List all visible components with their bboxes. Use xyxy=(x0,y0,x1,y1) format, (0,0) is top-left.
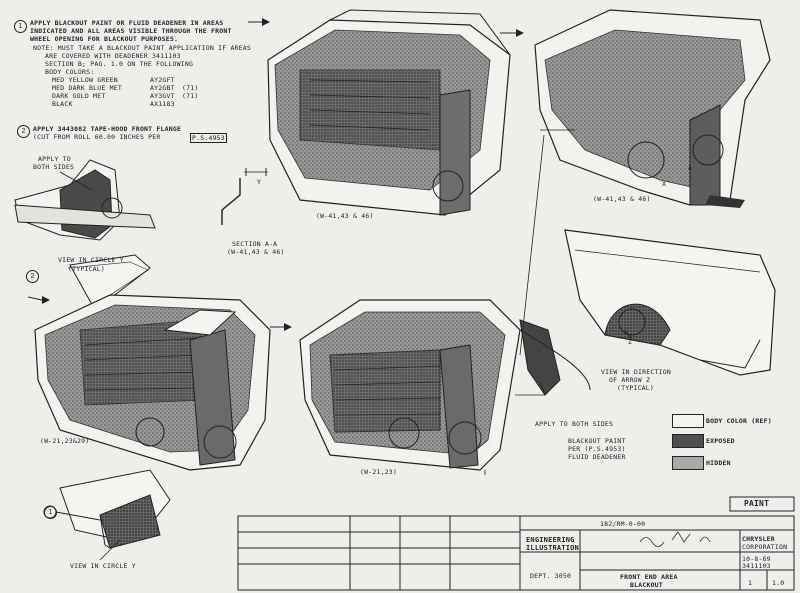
note-1-sub-4: BODY COLORS: xyxy=(45,68,95,76)
company-label: CHRYSLER xyxy=(742,535,775,543)
view-label-top-center: (W-41,43 & 46) xyxy=(316,212,374,220)
legend-label-exposed: EXPOSED xyxy=(706,437,735,445)
title-block-frame xyxy=(237,515,795,591)
illustration-label: ILLUSTRATION xyxy=(526,544,579,552)
section-aa-sub: (W-41,43 & 46) xyxy=(227,248,285,256)
bottom-left-detail-view xyxy=(43,469,171,549)
note-1-line-1: APPLY BLACKOUT PAINT OR FLUID DEADENER I… xyxy=(30,19,224,27)
color-name-2: MED DARK BLUE MET xyxy=(52,84,122,92)
color-code-2: AY2GBT xyxy=(150,84,175,92)
color-code-3: AY3GVT xyxy=(150,92,175,100)
color-name-1: MED YELLOW GREEN xyxy=(52,76,118,84)
callout-2-circle: 2 xyxy=(26,270,39,283)
view-arrow-line-3: (TYPICAL) xyxy=(617,384,655,392)
fender-illustration xyxy=(564,229,776,376)
legend-label-body-color: BODY COLOR (REF) xyxy=(706,417,772,425)
view-circle-y-bottom: VIEW IN CIRCLE Y xyxy=(70,562,136,570)
drawing-number: 182/RM-0-00 xyxy=(600,520,646,528)
top-center-front-end-illustration xyxy=(248,9,511,216)
apply-both-sides-1: APPLY TO xyxy=(38,155,71,163)
callout-1-circle: 1 xyxy=(44,506,57,519)
note-2-line-1: APPLY 3443082 TAPE-HOOD FRONT FLANGE xyxy=(33,125,182,133)
section-aa-label: SECTION A-A xyxy=(232,240,278,248)
note-2-line-2: (CUT FROM ROLL 60.00 INCHES PER xyxy=(33,133,161,141)
color-yr-2: (71) xyxy=(182,84,199,92)
date-value: 10-8-69 xyxy=(742,555,771,563)
dept-label: DEPT. 3050 xyxy=(530,572,572,580)
legend-label-hidden: HIDDEN xyxy=(706,459,731,467)
view-circle-y-label: VIEW IN CIRCLE Y xyxy=(58,256,124,264)
paint-box-frame xyxy=(729,496,795,512)
note-1-line-2: INDICATED AND ALL AREAS VISIBLE THROUGH … xyxy=(30,27,232,35)
color-name-3: DARK GOLD MET xyxy=(52,92,106,100)
dim-y-label: Y xyxy=(257,178,262,186)
callout-a: A xyxy=(688,164,693,172)
view-arrow-line-2: OF ARROW Z xyxy=(609,376,651,384)
section-aa-detail xyxy=(221,168,268,225)
paint-label: PAINT xyxy=(744,499,770,508)
note-1-sub-2: ARE COVERED WITH DEADENER 3411103 xyxy=(45,52,181,60)
part-number: 3411103 xyxy=(742,562,771,570)
note-2-ref: P.S.4953 xyxy=(190,133,227,143)
color-code-4: AX1183 xyxy=(150,100,175,108)
legend-note-2: PER (P.S.4953) xyxy=(568,445,626,453)
legend-note-1: BLACKOUT PAINT xyxy=(568,437,626,445)
rev-number: 1.0 xyxy=(772,579,785,587)
middle-left-front-end-illustration xyxy=(27,254,292,471)
color-yr-3: (71) xyxy=(182,92,199,100)
callout-x: X xyxy=(662,180,667,188)
view-arrow-line-1: VIEW IN DIRECTION xyxy=(601,368,671,376)
legend-swatch-hidden xyxy=(672,456,704,470)
note-1-sub-1: NOTE: MUST TAKE A BLACKOUT PAINT APPLICA… xyxy=(33,44,252,52)
apply-both-sides-2: BOTH SIDES xyxy=(33,163,75,171)
legend-note-3: FLUID DEADENER xyxy=(568,453,626,461)
callout-z: Z xyxy=(628,338,633,346)
engineering-label: ENGINEERING xyxy=(526,536,575,544)
view-label-top-right: (W-41,43 & 46) xyxy=(593,195,651,203)
title-line-1: FRONT END AREA xyxy=(620,573,678,581)
note-1-number: 1 xyxy=(14,20,27,33)
sheet-number: 1 xyxy=(748,579,753,587)
middle-center-front-end-illustration xyxy=(299,299,591,471)
bracket-illustration xyxy=(14,159,156,241)
title-block-signatures xyxy=(639,531,711,547)
color-code-1: AY2GFT xyxy=(150,76,175,84)
note-1-line-3: WHEEL OPENING FOR BLACKOUT PURPOSES. xyxy=(30,35,179,43)
note-2-number: 2 xyxy=(17,125,30,138)
legend-swatch-exposed xyxy=(672,434,704,448)
color-name-4: BLACK xyxy=(52,100,73,108)
top-right-rail-illustration xyxy=(500,9,771,208)
view-label-mid-left: (W-21,23&29) xyxy=(40,437,90,445)
view-circle-y-typical: (TYPICAL) xyxy=(68,265,106,273)
legend-swatch-body-color xyxy=(672,414,704,428)
view-label-mid-center: (W-21,23) xyxy=(360,468,398,476)
note-1-sub-3: SECTION B; PAG. 1.0 ON THE FOLLOWING xyxy=(45,60,194,68)
leader-lines xyxy=(99,129,575,561)
title-line-2: BLACKOUT xyxy=(630,581,663,589)
company-sub-label: CORPORATION xyxy=(742,543,788,551)
apply-both-sides-center: APPLY TO BOTH SIDES xyxy=(535,420,614,428)
